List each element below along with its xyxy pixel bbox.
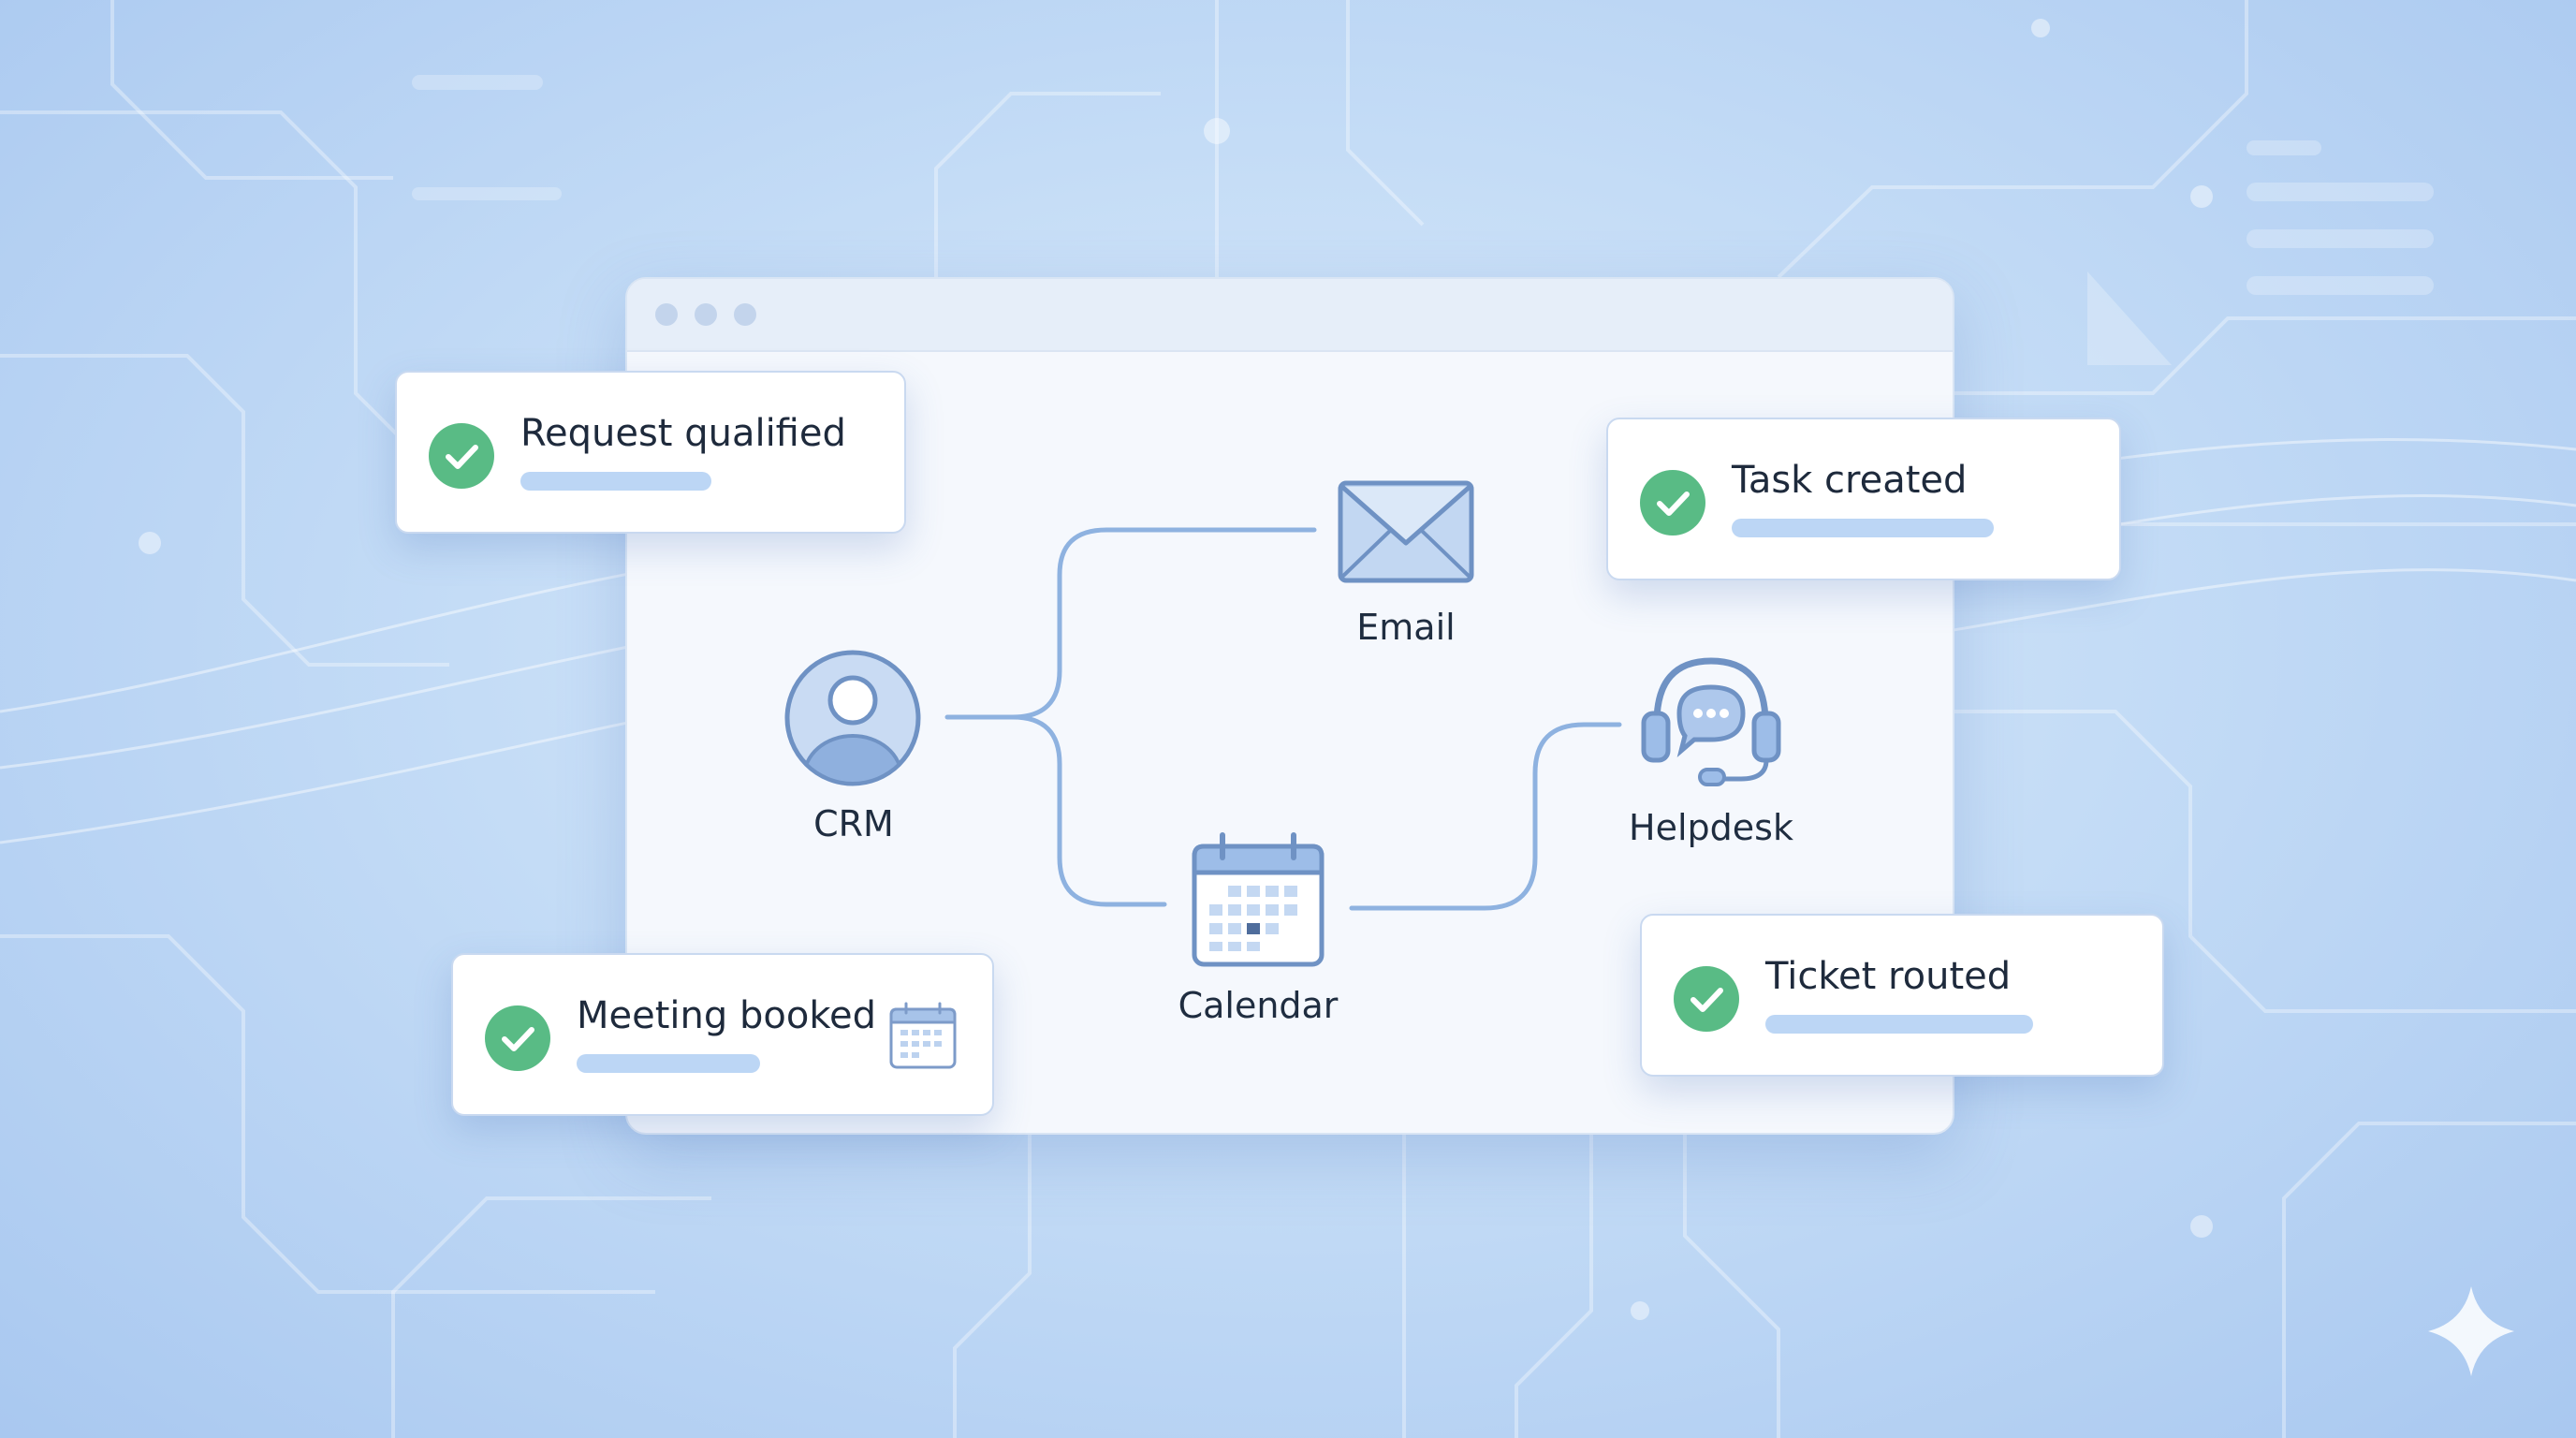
envelope-icon[interactable] [1337, 479, 1475, 584]
calendar-icon[interactable] [1189, 831, 1327, 970]
card-progress-bar [1765, 1015, 2033, 1034]
check-icon [429, 423, 494, 489]
card-title: Ticket routed [1765, 955, 2012, 998]
connector-calendar-helpdesk [1349, 722, 1622, 911]
user-icon[interactable] [783, 648, 923, 788]
status-card-request-qualified: Request qualified [395, 371, 906, 534]
calendar-icon [889, 1002, 957, 1069]
window-dot [655, 303, 678, 326]
status-card-ticket-routed: Ticket routed [1640, 914, 2164, 1077]
headset-icon[interactable] [1638, 650, 1784, 790]
sparkle-icon [2428, 1286, 2514, 1376]
connector-crm-calendar [1010, 714, 1167, 907]
check-icon [1640, 470, 1705, 536]
window-dot [734, 303, 756, 326]
card-title: Meeting booked [577, 994, 877, 1037]
card-title: Task created [1732, 459, 1968, 502]
node-label-email: Email [1356, 607, 1456, 648]
check-icon [485, 1005, 550, 1071]
node-label-calendar: Calendar [1178, 985, 1339, 1026]
status-card-task-created: Task created [1606, 418, 2121, 580]
card-progress-bar [577, 1054, 760, 1073]
check-icon [1674, 966, 1739, 1032]
node-label-helpdesk: Helpdesk [1629, 807, 1793, 848]
node-label-crm: CRM [813, 803, 894, 844]
card-progress-bar [520, 472, 711, 491]
window-titlebar [627, 279, 1953, 352]
status-card-meeting-booked: Meeting booked [451, 953, 994, 1116]
card-progress-bar [1732, 519, 1994, 537]
window-dot [695, 303, 717, 326]
connector-crm-branch [944, 527, 1317, 720]
card-title: Request qualified [520, 412, 846, 455]
